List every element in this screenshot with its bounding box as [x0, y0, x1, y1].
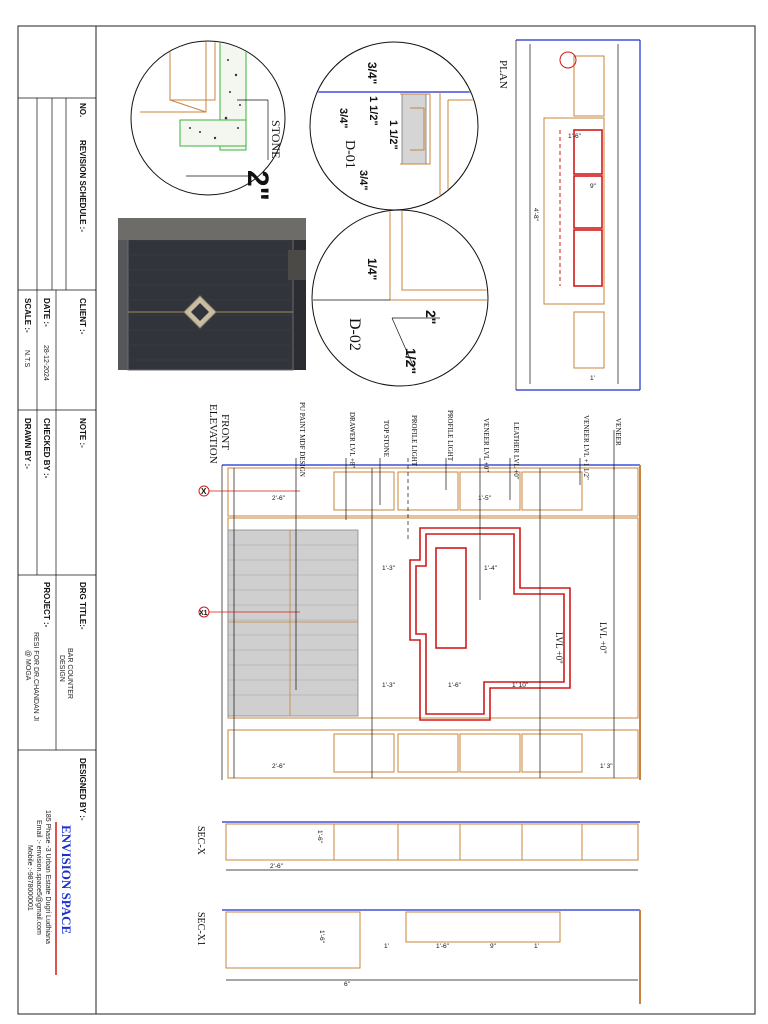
firm-mobile: Mobile :-9878000001 — [26, 845, 33, 911]
callout-top-stone: TOP STONE — [382, 420, 390, 457]
drawn-by-label: DRAWN BY :- — [23, 418, 32, 469]
d02-dim-1: 1/4" — [365, 258, 379, 280]
sec-x1-dim-1: 1'-6" — [318, 930, 325, 944]
elev-dim-7: 1' 10" — [512, 682, 529, 689]
date-label: DATE :- — [42, 298, 51, 327]
section-mark-x1: X1 — [199, 610, 208, 617]
callout-veneer-1: VENEER LVL +0" — [482, 418, 490, 472]
level-1: LVL +0" — [598, 622, 608, 654]
level-2: LVL +0" — [554, 632, 564, 664]
scale-value: N.T.S — [23, 350, 30, 367]
sec-x1-dim-2: 1'-6" — [436, 943, 450, 950]
elev-dim-9: 1' 3" — [600, 763, 613, 770]
front-elevation: FRONT ELEVATION — [198, 402, 641, 780]
drg-title-line1: BAR COUNTER — [66, 648, 73, 699]
firm-name: ENVISION SPACE — [59, 825, 74, 934]
elevation-label-line1: FRONT — [219, 414, 231, 450]
stone-dim: 2" — [241, 170, 274, 201]
scale-label: SCALE :- — [23, 298, 32, 333]
callout-veneer-3: VENEER — [614, 418, 622, 446]
d02-label: D-02 — [346, 318, 363, 351]
elevation-label-line2: ELEVATION — [207, 404, 219, 464]
date-value: 28-12-2024 — [42, 345, 49, 381]
sec-x-dim-1: 2'-6" — [270, 863, 284, 870]
project-line1: RESI FOR DR.CHANDAN JI — [32, 632, 39, 721]
drg-title-label: DRG TITLE:- — [78, 582, 87, 630]
sec-x-dim-2: 1'-6" — [316, 830, 323, 844]
plan-view: PLAN 1'-6" 9" 4'-8" 1' — [497, 39, 641, 391]
stone-label: STONE — [269, 120, 283, 158]
section-x: SEC-X 2'-6" 1'-6" — [195, 821, 640, 871]
d01-dim-4: 1 1/2" — [387, 120, 399, 150]
leather-panel — [227, 529, 359, 717]
elev-dim-3: 1'-3" — [382, 565, 396, 572]
d01-label: D-01 — [342, 140, 357, 169]
plan-label: PLAN — [497, 60, 509, 89]
firm-email: Email :- envision.space5@gmail.com — [35, 820, 42, 935]
callout-leather: LEATHER LVL +0" — [512, 422, 520, 480]
callout-profile-light-1: PROFILE LIGHT — [410, 415, 418, 467]
callout-drawer: DRAWER LVL +8" — [348, 412, 356, 468]
sec-x1-dim-3: 9" — [490, 943, 497, 950]
sec-x1-dim-4: 1' — [384, 943, 389, 950]
callouts: PU PAINT MDF DESIGN DRAWER LVL +8" TOP S… — [295, 402, 622, 690]
reference-photo — [118, 218, 306, 371]
elev-dim-1: 2'-6" — [272, 495, 286, 502]
detail-stone: STONE 2" — [130, 40, 286, 201]
d02-dim-2: 2" — [423, 310, 439, 324]
sec-x1-dim-5: 1' — [534, 943, 539, 950]
plan-dim-4: 1' — [590, 375, 595, 382]
firm-address: 185 Phase -3 Urban Estate Dugri Ludhiana — [44, 810, 51, 944]
section-mark-x: X — [201, 487, 207, 496]
sec-x1-label: SEC-X1 — [195, 912, 206, 946]
d01-dim-2: 1 1/2" — [367, 96, 379, 126]
drg-title-line2: DESIGN — [58, 655, 65, 682]
revision-schedule: REVISION SCHEDULE :- — [78, 140, 87, 232]
client-label: CLIENT :- — [78, 298, 87, 335]
title-block: NO. REVISION SCHEDULE :- CLIENT :- DATE … — [18, 97, 96, 975]
d01-dim-1: 3/4" — [365, 62, 379, 84]
sec-x1-dim-6: 6" — [344, 981, 351, 988]
elev-dim-5: 1'-3" — [382, 682, 396, 689]
elev-dim-2: 1'-5" — [478, 495, 492, 502]
d01-dim-5: 3/4" — [357, 170, 369, 191]
elev-dim-8: 2'-6" — [272, 763, 286, 770]
elev-dim-4: 1'-4" — [484, 565, 498, 572]
checked-by-label: CHECKED BY :- — [42, 418, 51, 479]
elev-dim-6: 1'-6" — [448, 682, 462, 689]
plan-dim-1: 1'-6" — [568, 133, 582, 140]
plan-dim-2: 9" — [590, 183, 597, 190]
detail-d02: D-02 1/4" 2" 1/2" — [311, 209, 489, 387]
plan-dim-3: 4'-8" — [532, 208, 539, 222]
section-x1: SEC-X1 1'-6" 1'-6" 9" 1' 1' 6" — [195, 909, 641, 1004]
detail-d01: D-01 3/4" 1 1/2" 3/4" 1 1/2" 3/4" — [309, 41, 479, 211]
sec-x-label: SEC-X — [195, 826, 206, 856]
project-label: PROJECT :- — [42, 582, 51, 628]
callout-veneer-2: VENEER LVL +1 1/2" — [582, 415, 590, 480]
drawing-border — [95, 25, 756, 1015]
project-line2: @ MOGA — [24, 650, 31, 681]
note-label: NOTE :- — [78, 418, 87, 448]
callout-profile-light-2: PROFILE LIGHT — [446, 410, 454, 462]
revision-no: NO. — [78, 103, 87, 117]
d01-dim-3: 3/4" — [337, 108, 349, 129]
callout-pu-paint: PU PAINT MDF DESIGN — [298, 402, 306, 477]
designed-by-label: DESIGNED BY :- — [78, 758, 87, 821]
